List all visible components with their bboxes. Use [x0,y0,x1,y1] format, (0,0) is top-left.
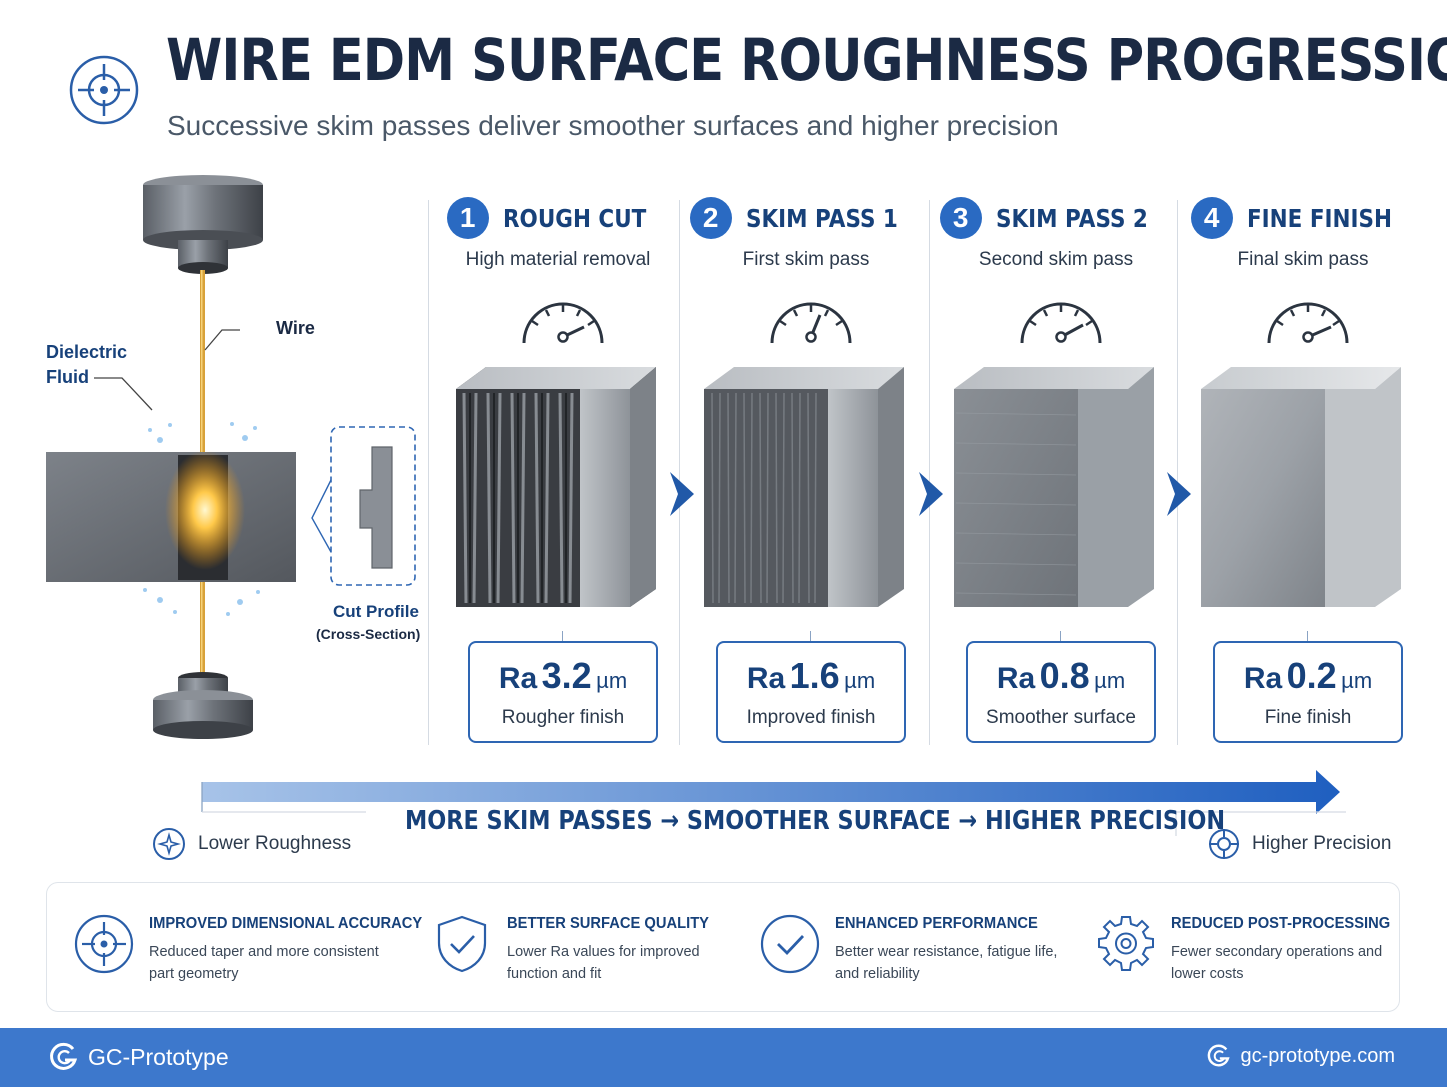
stage-title: SKIM PASS 2 [995,203,1148,233]
footer-brand: GC-Prototype [48,1041,229,1073]
stage-divider [679,200,680,745]
ra-prefix: Ra [1243,662,1283,695]
gauge-icon [770,302,852,344]
benefit-title: ENHANCED PERFORMANCE [835,915,1038,932]
ra-unit: µm [1094,668,1126,693]
stage-number-badge: 4 [1190,197,1233,239]
ra-value-card: Ra 0.2 µm Fine finish [1213,641,1403,743]
lower-roughness-label: Lower Roughness [198,833,352,854]
gc-logo-icon [50,1042,78,1070]
crosshair-icon [69,55,139,125]
benefit-title: BETTER SURFACE QUALITY [507,915,709,932]
connector-tick [1060,631,1061,641]
benefit-text: Better wear resistance, fatigue life, an… [835,944,1058,982]
stage-skim-pass-1: 2 SKIM PASS 1 First skim pass Ra 1.6 µm [682,195,930,745]
stage-subtitle: Final skim pass [1237,249,1369,270]
finish-description: Fine finish [1264,707,1352,728]
progress-arrow [201,770,1346,836]
metal-block-smooth [1201,367,1401,607]
ra-unit: µm [1341,668,1373,693]
ra-value-card: Ra 1.6 µm Improved finish [716,641,906,743]
stage-subtitle: High material removal [465,249,651,270]
stage-divider [929,200,930,745]
stage-number-badge: 2 [689,197,732,239]
stage-subtitle: First skim pass [742,249,870,270]
ra-value: 0.8 [1039,655,1090,696]
gauge-icon [1020,302,1102,344]
stage-title: SKIM PASS 1 [745,203,898,233]
benefits-panel: IMPROVED DIMENSIONAL ACCURACY Reduced ta… [46,882,1400,1012]
ra-prefix: Ra [746,662,786,695]
benefit-title: IMPROVED DIMENSIONAL ACCURACY [149,915,423,932]
benefit-title: REDUCED POST-PROCESSING [1171,915,1391,932]
stage-divider [428,200,429,745]
dielectric-fluid-label: Dielectric Fluid [46,342,128,387]
footer-website[interactable]: gc-prototype.com [1206,1043,1395,1069]
ra-unit: µm [844,668,876,693]
metal-block-fine [954,367,1154,607]
ra-value-card: Ra 3.2 µm Rougher finish [468,641,658,743]
ra-prefix: Ra [996,662,1036,695]
ra-value: 3.2 [541,655,592,696]
footer-bar: GC-Prototype gc-prototype.com [0,1028,1447,1087]
finish-description: Smoother surface [986,707,1136,728]
connector-tick [562,631,563,641]
connector-tick [1307,631,1308,641]
higher-precision-label: Higher Precision [1252,833,1392,854]
chevron-right-icon [670,472,694,516]
gauge-icon [1267,302,1349,344]
brand-name: GC-Prototype [88,1043,229,1070]
ra-value: 1.6 [789,655,840,696]
stage-divider [1177,200,1178,745]
stage-title: ROUGH CUT [502,203,646,233]
metal-block-rough [456,367,656,607]
ra-unit: µm [596,668,628,693]
stage-fine-finish: 4 FINE FINISH Final skim pass Ra 0.2 µm … [1179,195,1427,745]
ra-prefix: Ra [498,662,538,695]
benefit-item: ENHANCED PERFORMANCE Better wear resista… [759,883,1079,1013]
ra-value-card: Ra 0.8 µm Smoother surface [966,641,1156,743]
finish-description: Improved finish [746,707,876,728]
connector-tick [810,631,811,641]
benefit-item: REDUCED POST-PROCESSING Fewer secondary … [1095,883,1395,1013]
ra-value: 0.2 [1286,655,1337,696]
finish-description: Rougher finish [501,707,625,728]
stage-rough-cut: 1 ROUGH CUT High material removal Ra [434,195,682,745]
cut-profile-label: Cut Profile [333,602,419,621]
shield-check-icon [437,915,487,973]
stage-skim-pass-2: 3 SKIM PASS 2 Second skim pass Ra 0.8 µm… [932,195,1180,745]
stage-subtitle: Second skim pass [978,249,1134,270]
chevron-right-icon [1167,472,1191,516]
gauge-icon [522,302,604,344]
page-subtitle: Successive skim passes deliver smoother … [167,110,1059,141]
target-icon [74,914,134,974]
benefit-text: Lower Ra values for improved function an… [507,944,700,982]
sparkle-target-icon [153,828,185,860]
metal-block-medium [704,367,904,607]
crosshair-icon [1209,829,1239,859]
stage-number-badge: 3 [939,197,982,239]
chevron-right-icon [919,472,943,516]
wire-label: Wire [276,318,315,338]
page-title: WIRE EDM SURFACE ROUGHNESS PROGRESSION [166,26,1447,94]
checkmark-circle-icon [760,914,820,974]
wire-edm-illustration [46,175,416,739]
stage-title: FINE FINISH [1246,203,1392,233]
benefit-text: Reduced taper and more consistent part g… [149,944,379,982]
gc-logo-icon [1208,1044,1231,1067]
progress-caption: MORE SKIM PASSES → SMOOTHER SURFACE → HI… [405,806,1226,836]
benefit-text: Fewer secondary operations and lower cos… [1171,944,1383,982]
stage-number-badge: 1 [446,197,489,239]
cut-profile-sub-label: (Cross-Section) [316,626,421,642]
website-url[interactable]: gc-prototype.com [1240,1044,1395,1067]
benefit-item: IMPROVED DIMENSIONAL ACCURACY Reduced ta… [73,883,422,1013]
benefit-item: BETTER SURFACE QUALITY Lower Ra values f… [431,883,751,1013]
gear-icon [1098,916,1154,971]
